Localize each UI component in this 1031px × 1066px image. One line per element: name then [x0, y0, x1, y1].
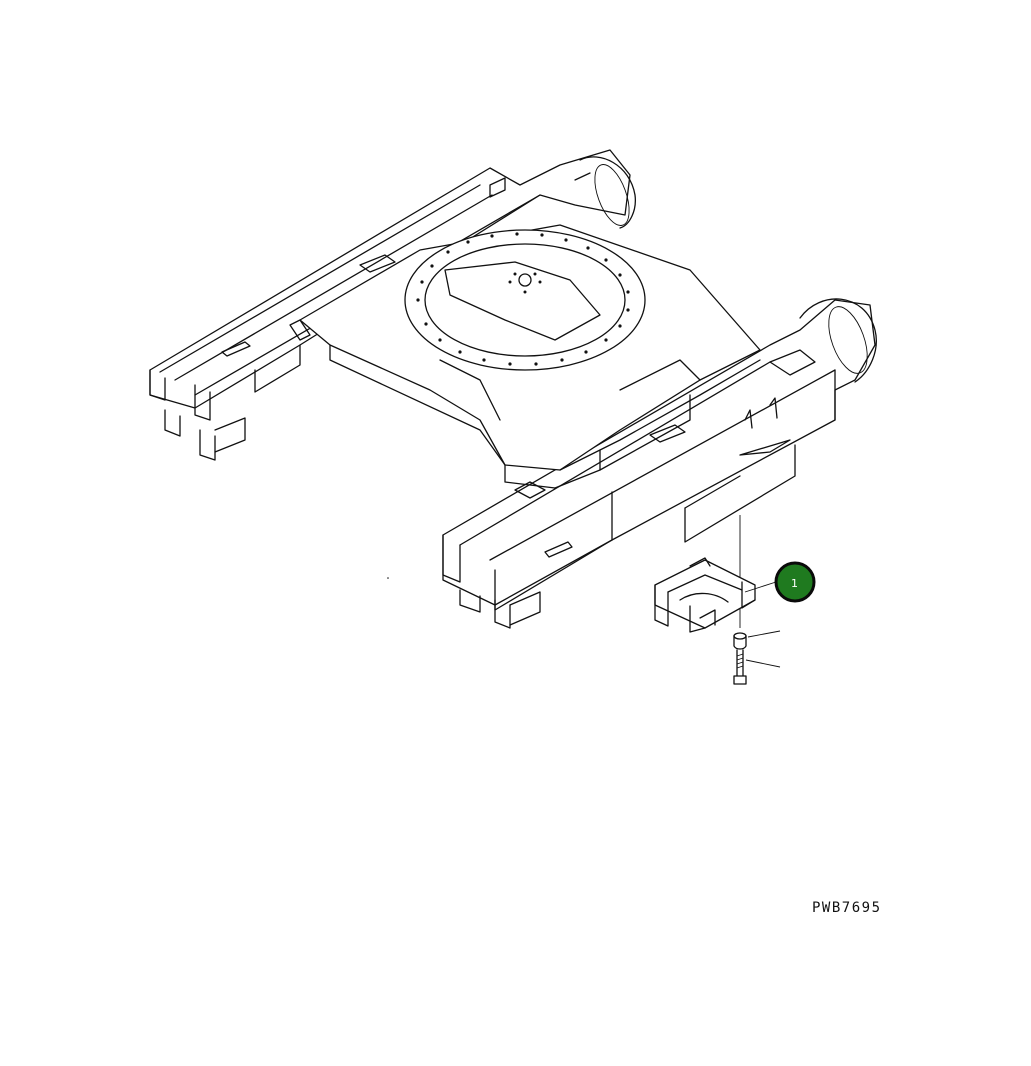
bolt-leader-line [745, 659, 781, 668]
callout-1[interactable]: 1 [774, 561, 816, 603]
right-side-frame [442, 298, 877, 629]
drawing-reference-code: PWB7695 [812, 900, 882, 916]
track-frame-drawing [149, 149, 877, 629]
bolt [733, 649, 747, 685]
spacer-bushing [733, 632, 747, 650]
callout-circle [774, 561, 816, 603]
bracket-part [654, 557, 756, 633]
mounting-plate [684, 444, 796, 543]
exploded-part-group [654, 515, 781, 685]
callout-leader-line [744, 581, 777, 593]
ring-bolt-holes [416, 232, 630, 366]
swing-ring [404, 229, 646, 371]
callout-number: 1 [791, 577, 798, 590]
spacer-leader-line [747, 630, 781, 638]
